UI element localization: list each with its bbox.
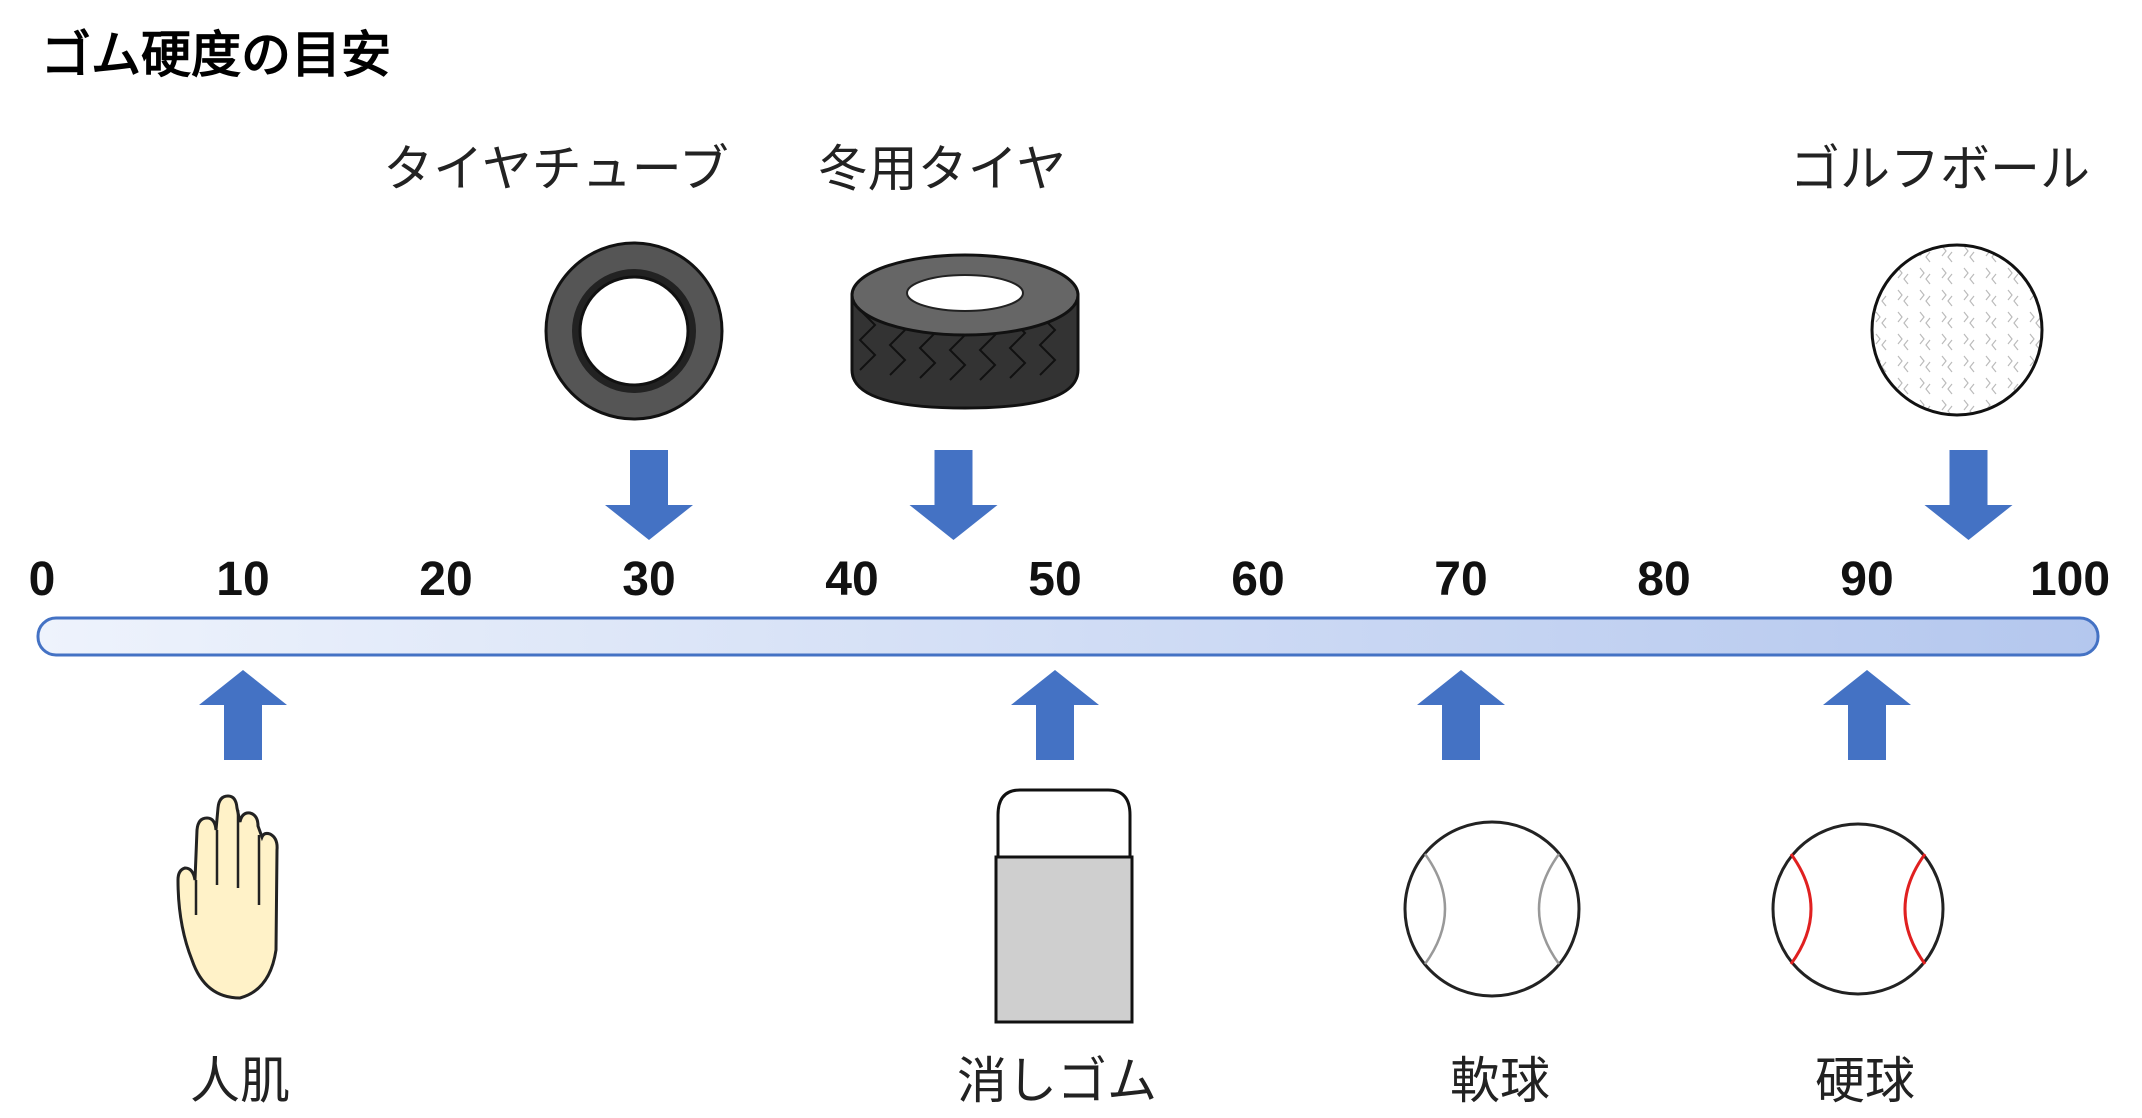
label-hard-baseball: 硬球 <box>1815 1052 1915 1110</box>
arrows <box>199 450 2013 760</box>
up-arrow-icon <box>1823 670 1911 760</box>
winter-tire-icon <box>850 253 1080 410</box>
tick-label-10: 10 <box>216 553 269 606</box>
tire-tube-icon <box>544 241 724 421</box>
label-human-skin: 人肌 <box>190 1052 290 1110</box>
down-arrow-icon <box>605 450 693 540</box>
tick-labels: 0 10 20 30 40 50 60 70 80 90 100 <box>29 553 2110 606</box>
up-arrow-icon <box>199 670 287 760</box>
up-arrow-icon <box>1011 670 1099 760</box>
label-eraser: 消しゴム <box>957 1052 1157 1110</box>
tick-label-40: 40 <box>825 553 878 606</box>
tick-label-20: 20 <box>419 553 472 606</box>
tick-label-30: 30 <box>622 553 675 606</box>
hardness-bar <box>36 616 2100 657</box>
label-tire-tube: タイヤチューブ <box>383 140 729 198</box>
hand-icon <box>176 794 279 1000</box>
tick-label-90: 90 <box>1840 553 1893 606</box>
tick-label-60: 60 <box>1231 553 1284 606</box>
label-soft-baseball: 軟球 <box>1450 1052 1550 1110</box>
down-arrow-icon <box>1924 450 2013 540</box>
eraser-icon <box>994 788 1134 1024</box>
up-arrow-icon <box>1417 670 1505 760</box>
label-golf-ball: ゴルフボール <box>1790 140 2090 198</box>
tick-label-70: 70 <box>1434 553 1487 606</box>
hard-baseball-icon <box>1771 822 1945 996</box>
down-arrow-icon <box>909 450 998 540</box>
tick-label-80: 80 <box>1637 553 1690 606</box>
soft-baseball-icon <box>1403 820 1581 998</box>
label-winter-tire: 冬用タイヤ <box>818 140 1067 198</box>
tick-label-100: 100 <box>2030 553 2110 606</box>
tick-label-50: 50 <box>1028 553 1081 606</box>
tick-label-0: 0 <box>29 553 56 606</box>
diagram-title: ゴム硬度の目安 <box>41 26 391 84</box>
golf-ball-icon <box>1870 243 2044 417</box>
